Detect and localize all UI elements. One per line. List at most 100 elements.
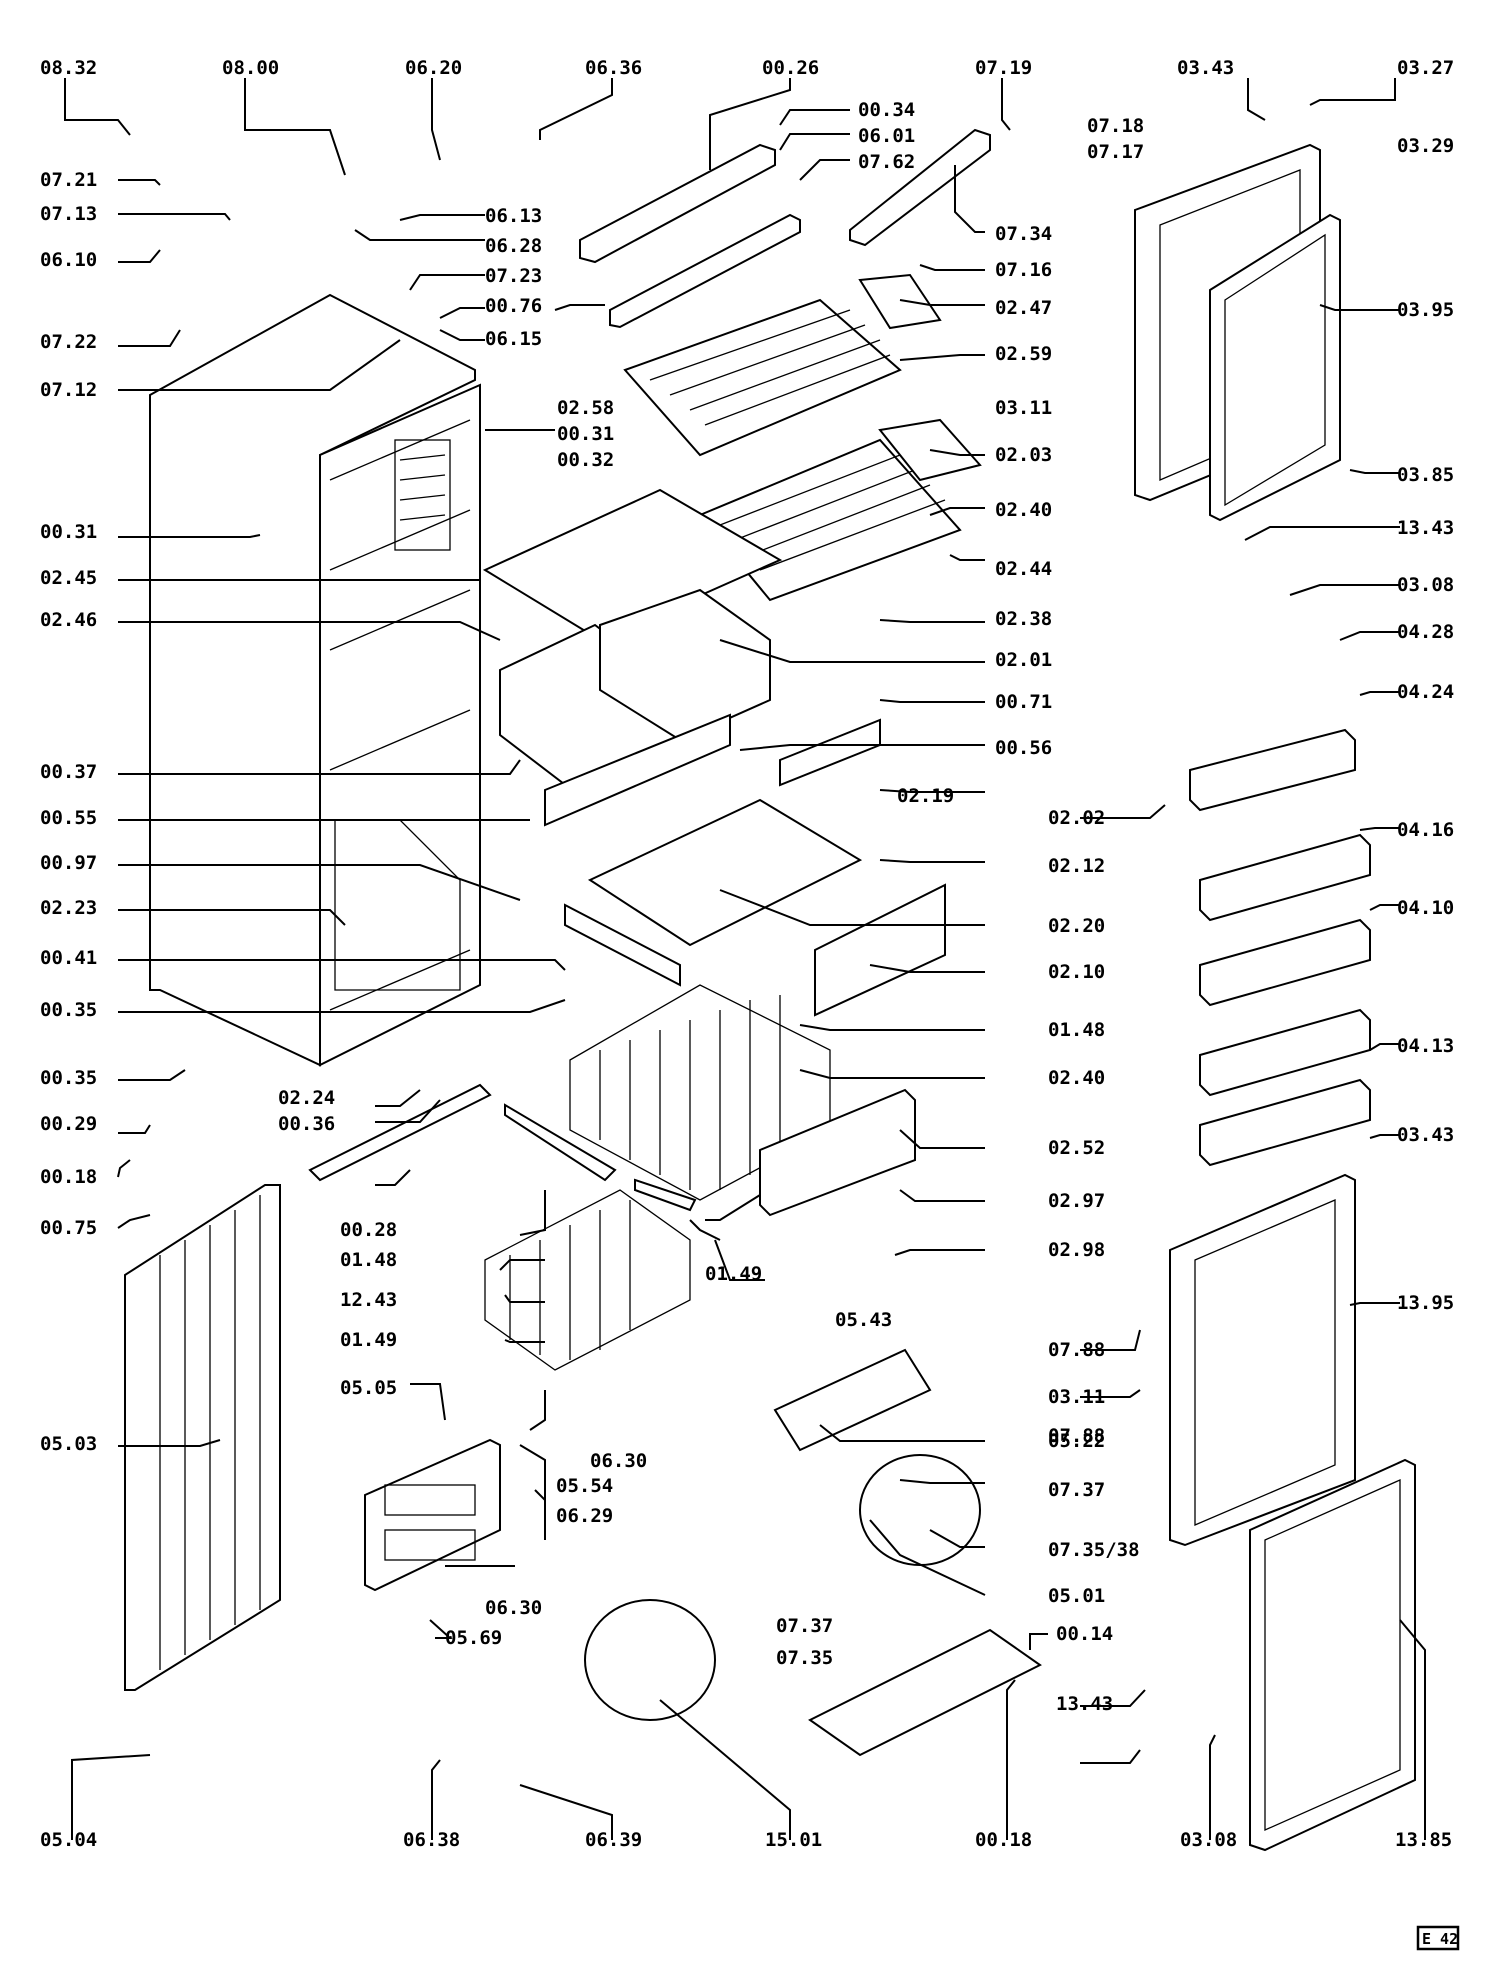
part-label: 01.49 [340,1329,397,1351]
part-label: 02.97 [1048,1190,1105,1212]
upper-shelves [482,298,982,642]
part-label: 06.01 [858,125,915,147]
part-label: 07.62 [858,151,915,173]
part-label: 06.29 [556,1505,613,1527]
part-label: 07.88 [1048,1425,1105,1447]
part-label: 04.13 [1397,1035,1454,1057]
part-label: 03.29 [1397,135,1454,157]
part-label: 00.97 [40,852,97,874]
part-label: 02.45 [40,567,97,589]
part-label: 05.43 [835,1309,892,1331]
part-label: 08.32 [40,57,97,79]
part-label: 01.49 [705,1263,762,1285]
part-label: 05.04 [40,1829,97,1851]
part-label: 04.28 [1397,621,1454,643]
part-drawings [124,128,1460,1951]
part-label: 04.10 [1397,897,1454,919]
control-panel [364,1438,501,1592]
part-label: 07.35 [776,1647,833,1669]
part-label: 02.58 [557,397,614,419]
part-label: 00.29 [40,1113,97,1135]
part-label: 00.14 [1056,1623,1113,1645]
part-label: 02.44 [995,558,1052,580]
part-label: 05.54 [556,1475,613,1497]
compressors [584,1348,1042,1757]
part-label: 03.85 [1397,464,1454,486]
part-label: 00.76 [485,295,542,317]
page-code: E 42 [1422,1930,1458,1948]
part-label: 00.35 [40,999,97,1021]
part-label: 00.28 [340,1219,397,1241]
part-label: 06.15 [485,328,542,350]
part-label: 00.56 [995,737,1052,759]
part-label: 05.03 [40,1433,97,1455]
glass-shelf [564,718,946,1017]
part-label: 00.75 [40,1217,97,1239]
part-label: 03.27 [1397,57,1454,79]
part-label: 00.26 [762,57,819,79]
part-label: 06.13 [485,205,542,227]
part-label: 07.88 [1048,1339,1105,1361]
leader-lines [64,78,1426,1840]
part-label: 00.37 [40,761,97,783]
part-label: 13.43 [1056,1693,1113,1715]
part-label: 06.39 [585,1829,642,1851]
part-label: 00.18 [975,1829,1032,1851]
part-label: 12.43 [340,1289,397,1311]
part-label: 02.23 [40,897,97,919]
part-label: 02.10 [1048,961,1105,983]
part-label: 06.38 [403,1829,460,1851]
part-label: 05.01 [1048,1585,1105,1607]
part-label: 04.24 [1397,681,1454,703]
part-label: 04.16 [1397,819,1454,841]
part-label: 02.01 [995,649,1052,671]
part-label: 02.46 [40,609,97,631]
part-label: 02.40 [995,499,1052,521]
part-label: 03.43 [1397,1124,1454,1146]
part-label: 05.22 [1048,1430,1105,1452]
part-label: 02.98 [1048,1239,1105,1261]
part-label: 00.36 [278,1113,335,1135]
part-label: 02.59 [995,343,1052,365]
part-label: 07.12 [40,379,97,401]
door-bins [1189,728,1371,1167]
part-label: 07.13 [40,203,97,225]
part-label: 07.37 [776,1615,833,1637]
part-label: 06.28 [485,235,542,257]
part-label: 02.03 [995,444,1052,466]
part-label: 07.34 [995,223,1052,245]
part-label: 03.08 [1397,574,1454,596]
part-label: 07.21 [40,169,97,191]
part-label: 07.23 [485,265,542,287]
crisper-drawers [499,588,771,827]
doors [1134,143,1416,1852]
part-label: 07.16 [995,259,1052,281]
cabinet-body [149,293,481,1067]
part-label: 03.95 [1397,299,1454,321]
part-label: 06.20 [405,57,462,79]
part-label: 02.38 [995,608,1052,630]
part-label: 06.10 [40,249,97,271]
part-label: 07.19 [975,57,1032,79]
part-label: 07.22 [40,331,97,353]
part-label: 02.52 [1048,1137,1105,1159]
part-label: 05.69 [445,1627,502,1649]
part-label: 13.95 [1397,1292,1454,1314]
condenser [124,1184,281,1691]
part-label: 03.11 [995,397,1052,419]
part-label: 07.18 [1087,115,1144,137]
part-label: 01.48 [340,1249,397,1271]
part-label: 07.17 [1087,141,1144,163]
part-label: 07.35/38 [1048,1539,1140,1561]
part-label: 00.55 [40,807,97,829]
part-label: 08.00 [222,57,279,79]
part-label: 03.08 [1180,1829,1237,1851]
part-label: 06.36 [585,57,642,79]
part-label: 00.41 [40,947,97,969]
part-label: 02.47 [995,297,1052,319]
part-label: 02.24 [278,1087,335,1109]
part-label: 06.30 [590,1450,647,1472]
part-label: 02.19 [897,785,954,807]
part-label: 15.01 [765,1829,822,1851]
